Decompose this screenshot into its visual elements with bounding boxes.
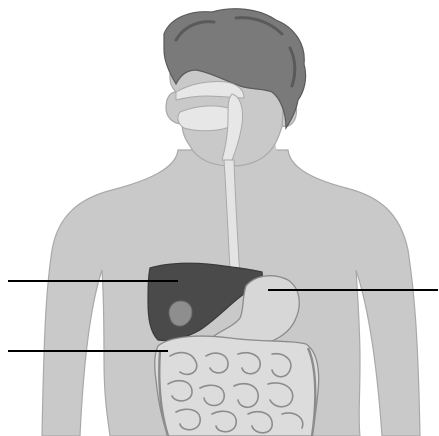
- mouth-cavity: [178, 106, 236, 131]
- intestines: [155, 336, 319, 436]
- gallbladder: [169, 301, 192, 326]
